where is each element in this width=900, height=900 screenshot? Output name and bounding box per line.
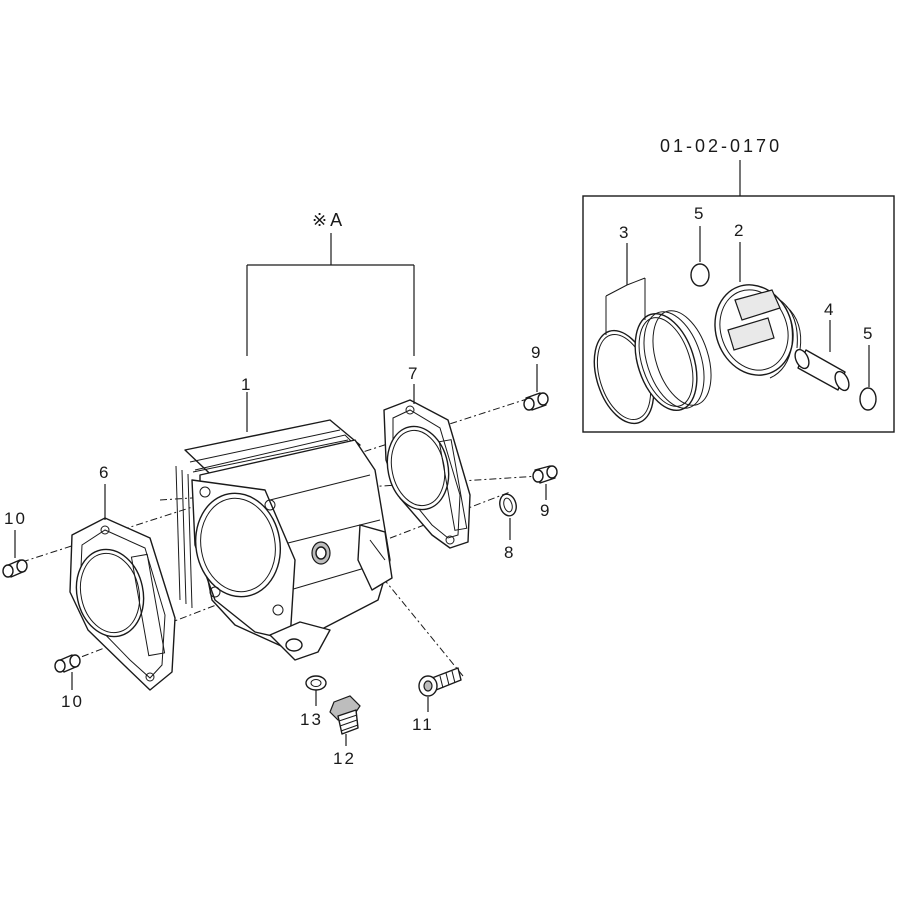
group-mark-label: ※A	[312, 210, 345, 230]
dowel-pin-left-bottom	[54, 654, 81, 673]
cylinder-callout: 1	[241, 375, 252, 394]
dowel-pin-middle	[532, 465, 558, 484]
socket-head-bolt	[418, 667, 462, 697]
piston-pin-clip-top	[690, 263, 710, 287]
piston-kit-group: 01-02-0170 3 5 2	[582, 136, 895, 433]
group-bracket: ※A	[246, 210, 415, 356]
drain-plug	[329, 695, 361, 735]
bolt-callout: 11	[412, 715, 434, 734]
dowel-left-bottom-callout: 10	[61, 692, 84, 711]
base-gasket-callout: 6	[99, 463, 110, 482]
axis-line-bolt	[382, 577, 464, 677]
dowel-top-callout: 9	[531, 343, 542, 362]
piston-rings	[593, 310, 712, 425]
head-gasket	[383, 399, 471, 549]
piston	[714, 284, 802, 379]
head-gasket-callout: 7	[408, 364, 419, 383]
piston-kit-box	[582, 195, 895, 433]
dowel-left-top-callout: 10	[4, 509, 27, 528]
piston-rings-callout: 3	[619, 223, 630, 242]
clip-top-callout: 5	[694, 204, 705, 223]
dowel-pin-top	[523, 392, 549, 411]
cylinder-block	[175, 419, 393, 661]
clip-right-callout: 5	[863, 324, 874, 343]
o-ring-callout: 8	[504, 543, 515, 562]
assembly-code-label: 01-02-0170	[660, 136, 782, 156]
piston-pin-clip-right	[859, 387, 877, 411]
piston-pin-callout: 4	[824, 300, 835, 319]
sealing-washer	[305, 675, 327, 691]
plug-callout: 12	[333, 749, 356, 768]
o-ring	[499, 493, 517, 517]
piston-callout: 2	[734, 221, 745, 240]
dowel-pin-left-top	[2, 559, 28, 578]
washer-callout: 13	[300, 710, 323, 729]
piston-pin	[794, 348, 850, 392]
dowel-mid-callout: 9	[540, 501, 551, 520]
base-gasket	[69, 517, 176, 691]
